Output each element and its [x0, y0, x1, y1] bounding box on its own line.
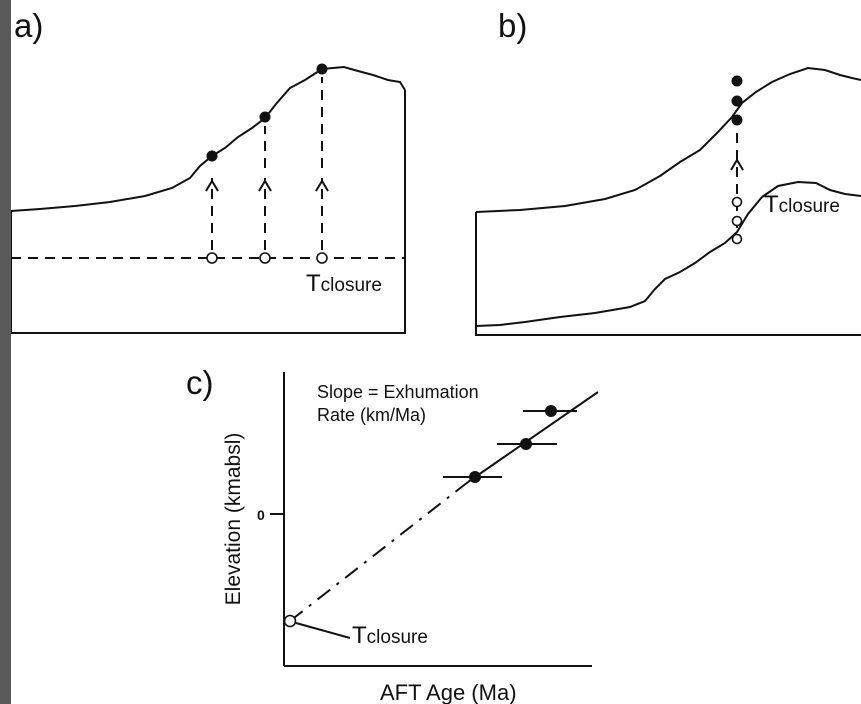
panel-c-closure-point [283, 614, 297, 628]
panel-c-slope-line-1: Slope = Exhumation [317, 382, 479, 402]
panel-b-sample-3 [731, 114, 743, 126]
panel-b-closure-label: Tclosure [764, 191, 840, 218]
panel-a-sample-2 [259, 111, 271, 123]
panel-c: c) 0 Elevation (kmabsl) AFT Age (Ma) Slo… [186, 364, 599, 704]
panel-c-regression-solid [467, 391, 599, 483]
panel-a-arrow-1 [205, 179, 219, 192]
panel-c-closure-leader [295, 622, 351, 639]
panel-b-closure-point-2 [731, 215, 743, 227]
panel-a-closure-point-2 [259, 252, 271, 264]
panel-c-data-point-3 [545, 405, 557, 417]
panel-b-closure-point-3 [731, 233, 743, 245]
panel-c-y-tick-label: 0 [257, 507, 265, 523]
panel-b-sample-2 [731, 95, 743, 107]
panel-c-data-point-1 [469, 471, 481, 483]
figure-panel: a) Tclosure [11, 0, 861, 704]
diagram-svg: a) Tclosure [11, 7, 861, 704]
panel-a-arrow-2 [258, 179, 272, 192]
panel-b-topography [475, 66, 861, 213]
panel-c-slope-line-2: Rate (km/Ma) [317, 405, 426, 425]
panel-c-label: c) [186, 364, 214, 401]
panel-b-sample-1 [731, 75, 743, 87]
panel-a-sample-1 [206, 150, 218, 162]
panel-a: a) Tclosure [11, 7, 406, 334]
panel-c-x-axis-label: AFT Age (Ma) [380, 680, 517, 704]
panel-c-closure-label: Tclosure [352, 622, 428, 649]
panel-c-regression-dashed [289, 481, 469, 622]
panel-b-arrow [730, 158, 744, 171]
panel-a-topography [11, 65, 406, 212]
panel-a-frame [11, 90, 406, 334]
panel-a-label: a) [14, 7, 43, 44]
panel-b-closure-isotherm [475, 180, 861, 327]
panel-b-label: b) [498, 7, 527, 44]
panel-c-data-point-2 [520, 438, 532, 450]
panel-a-arrow-3 [315, 179, 329, 192]
panel-b: b) Tclosure [475, 7, 861, 336]
panel-a-sample-3 [316, 63, 328, 75]
panel-b-frame [475, 212, 861, 336]
panel-b-closure-point-1 [731, 196, 743, 208]
panel-c-y-axis-label: Elevation (kmabsl) [222, 433, 245, 606]
panel-a-closure-label: Tclosure [306, 270, 382, 297]
panel-a-closure-point-3 [316, 252, 328, 264]
panel-a-closure-point-1 [206, 252, 218, 264]
